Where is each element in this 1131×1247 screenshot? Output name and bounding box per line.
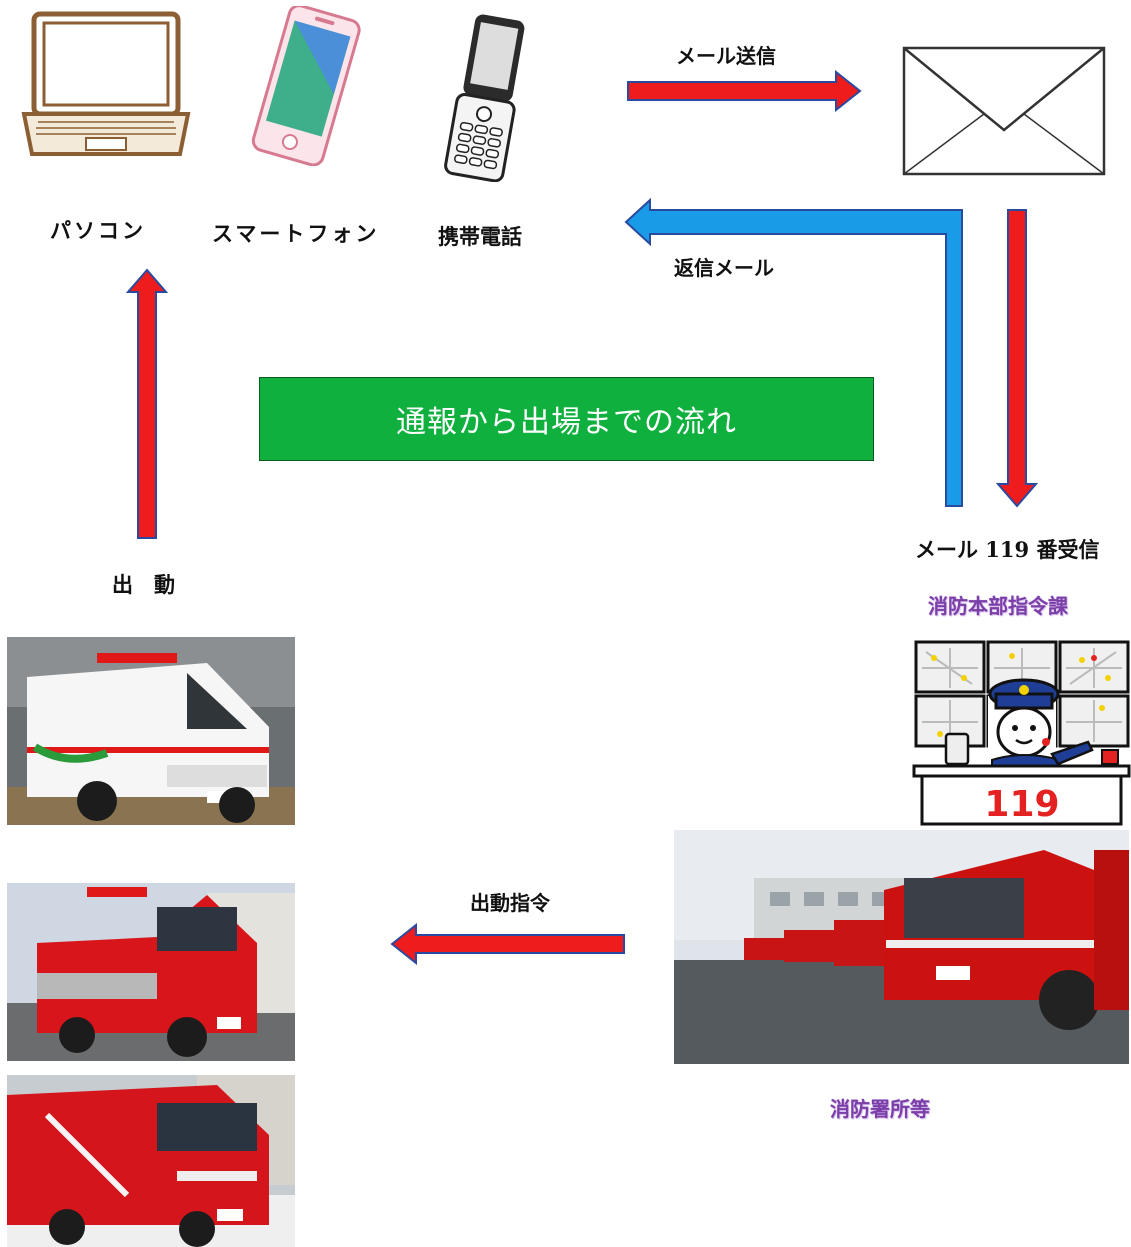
- reply-arrow: [624, 197, 963, 507]
- dispatch-center-label: 消防本部指令課: [928, 594, 1068, 618]
- pumper-truck-photo: [7, 883, 295, 1061]
- dispatcher-illustration: 119: [912, 638, 1131, 828]
- laptop-icon: [21, 11, 191, 156]
- send-arrow: [627, 70, 862, 112]
- smartphone-icon: [251, 6, 361, 166]
- pc-label: パソコン: [50, 219, 146, 243]
- envelope-icon: [902, 46, 1106, 176]
- flow-title: 通報から出場までの流れ: [396, 405, 737, 440]
- title-box: 通報から出場までの流れ: [259, 377, 874, 461]
- receive-label: メール 119 番受信: [915, 537, 1100, 562]
- mobile-phone-icon: [444, 14, 525, 182]
- mobile-label: 携帯電話: [438, 225, 522, 249]
- send-label: メール送信: [676, 44, 776, 68]
- dispatch-order-label: 出動指令: [470, 891, 550, 915]
- rescue-truck-photo: [7, 1075, 295, 1247]
- dispatch-order-arrow: [390, 923, 625, 965]
- deploy-arrow: [126, 268, 169, 539]
- center-panel-number: 119: [984, 784, 1059, 825]
- receive-arrow: [996, 209, 1039, 508]
- station-label: 消防署所等: [830, 1097, 930, 1121]
- fire-station-photo: [674, 830, 1129, 1064]
- reply-label: 返信メール: [674, 256, 774, 280]
- deploy-label: 出 動: [112, 573, 175, 597]
- ambulance-photo: [7, 637, 295, 825]
- smartphone-label: スマートフォン: [212, 222, 380, 246]
